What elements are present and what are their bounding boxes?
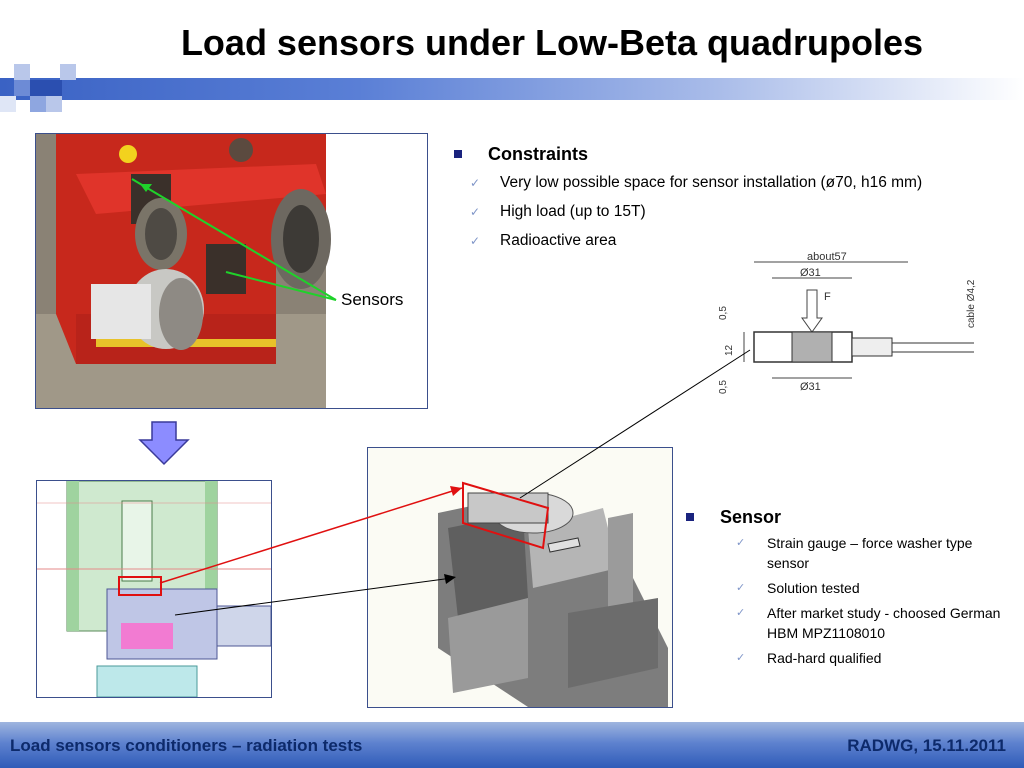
dim-force: F <box>824 291 831 303</box>
square-bullet-icon <box>686 513 694 521</box>
sensor-block: Sensor ✓ Strain gauge – force washer typ… <box>686 507 1006 668</box>
slide-title: Load sensors under Low-Beta quadrupoles <box>180 22 924 63</box>
constraint-text: Very low possible space for sensor insta… <box>500 174 923 191</box>
check-icon: ✓ <box>736 607 746 619</box>
deco-square <box>30 80 46 96</box>
constraint-text: Radioactive area <box>500 232 617 249</box>
sensors-callout-label: Sensors <box>341 290 404 309</box>
constraint-item: ✓ High load (up to 15T) <box>454 201 994 223</box>
dim-12: 12 <box>724 344 735 356</box>
down-arrow-icon <box>138 421 190 466</box>
sensor-item-text: Rad-hard qualified <box>767 650 882 666</box>
quadrupole-photo: Sensors <box>35 133 428 409</box>
sensor-item: ✓ Strain gauge – force washer type senso… <box>686 533 1006 573</box>
cutaway-view-illustration <box>438 481 668 707</box>
check-icon: ✓ <box>470 234 481 248</box>
quadrupole-photo-illustration <box>36 134 337 408</box>
footer-title: Load sensors conditioners – radiation te… <box>10 736 363 755</box>
square-bullet-icon <box>454 150 462 158</box>
sensor-item: ✓ Rad-hard qualified <box>686 648 1006 668</box>
sensor-item: ✓ Solution tested <box>686 578 1006 598</box>
check-icon: ✓ <box>470 205 481 219</box>
deco-square <box>30 96 46 112</box>
check-icon: ✓ <box>470 176 481 190</box>
sensor-item-text: After market study - choosed German HBM … <box>767 605 1001 641</box>
dim-05-bottom: 0,5 <box>718 380 729 394</box>
sensor-core <box>791 331 833 363</box>
check-icon: ✓ <box>736 537 746 549</box>
constraint-item: ✓ Very low possible space for sensor ins… <box>454 172 996 194</box>
deco-square <box>46 96 62 112</box>
header-band <box>0 78 1024 100</box>
deco-square <box>14 80 30 96</box>
constraint-text: High load (up to 15T) <box>500 203 646 220</box>
dim-cable: cable Ø4,2 <box>966 279 977 328</box>
cutaway-view <box>367 447 673 708</box>
check-icon: ✓ <box>736 652 746 664</box>
sensor-item-text: Strain gauge – force washer type sensor <box>767 535 973 571</box>
section-drawing <box>36 480 272 698</box>
sensor-heading-text: Sensor <box>720 507 782 527</box>
constraint-item: ✓ Radioactive area <box>454 230 994 252</box>
sensor-item: ✓ After market study - choosed German HB… <box>686 603 1006 643</box>
constraints-heading: Constraints <box>454 144 994 165</box>
deco-square <box>46 80 62 96</box>
sensor-item-text: Solution tested <box>767 580 860 596</box>
footer-event-date: RADWG, 15.11.2011 <box>847 736 1006 755</box>
footer-bar: Load sensors conditioners – radiation te… <box>0 722 1024 768</box>
sensor-heading: Sensor <box>686 507 1006 528</box>
deco-square <box>0 96 16 112</box>
force-arrow-icon <box>801 289 823 333</box>
deco-square <box>60 64 76 80</box>
cable-gland <box>851 337 893 357</box>
dim-d31-bottom: Ø31 <box>800 381 821 393</box>
dim-about: about57 <box>807 251 847 263</box>
section-drawing-illustration <box>37 481 271 697</box>
constraints-heading-text: Constraints <box>488 144 589 164</box>
check-icon: ✓ <box>736 582 746 594</box>
sensor-dimension-drawing: about57 Ø31 F Ø31 0,5 12 0,5 cable Ø4,2 <box>718 251 977 394</box>
dim-d31-top: Ø31 <box>800 267 821 279</box>
dim-05-top: 0,5 <box>718 306 729 320</box>
deco-square <box>14 64 30 80</box>
constraints-block: Constraints ✓ Very low possible space fo… <box>454 144 994 252</box>
